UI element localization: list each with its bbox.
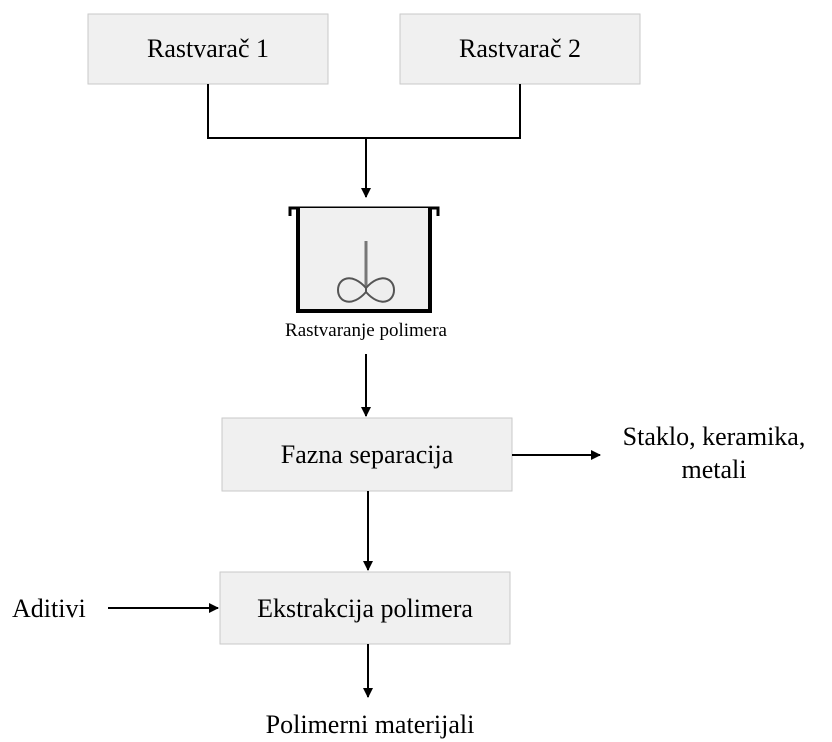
byproducts-label-line2: metali xyxy=(682,455,747,484)
byproducts-label-line1: Staklo, keramika, xyxy=(623,422,806,451)
solvent-merge-connector xyxy=(207,84,521,139)
stirrer-icon xyxy=(336,241,396,303)
dissolution-label: Rastvaranje polimera xyxy=(285,320,448,341)
phase-separation-box: Fazna separacija xyxy=(221,417,513,492)
solvent-2-box: Rastvarač 2 xyxy=(399,13,641,85)
additives-label: Aditivi xyxy=(12,594,86,623)
solvent-2-label: Rastvarač 2 xyxy=(459,34,581,63)
extraction-label: Ekstrakcija polimera xyxy=(257,594,473,623)
extraction-box: Ekstrakcija polimera xyxy=(219,571,511,645)
solvent-1-label: Rastvarač 1 xyxy=(147,34,269,63)
solvent-1-box: Rastvarač 1 xyxy=(87,13,329,85)
output-label: Polimerni materijali xyxy=(266,710,475,739)
phase-separation-label: Fazna separacija xyxy=(281,440,454,469)
dissolution-vessel xyxy=(288,206,440,313)
